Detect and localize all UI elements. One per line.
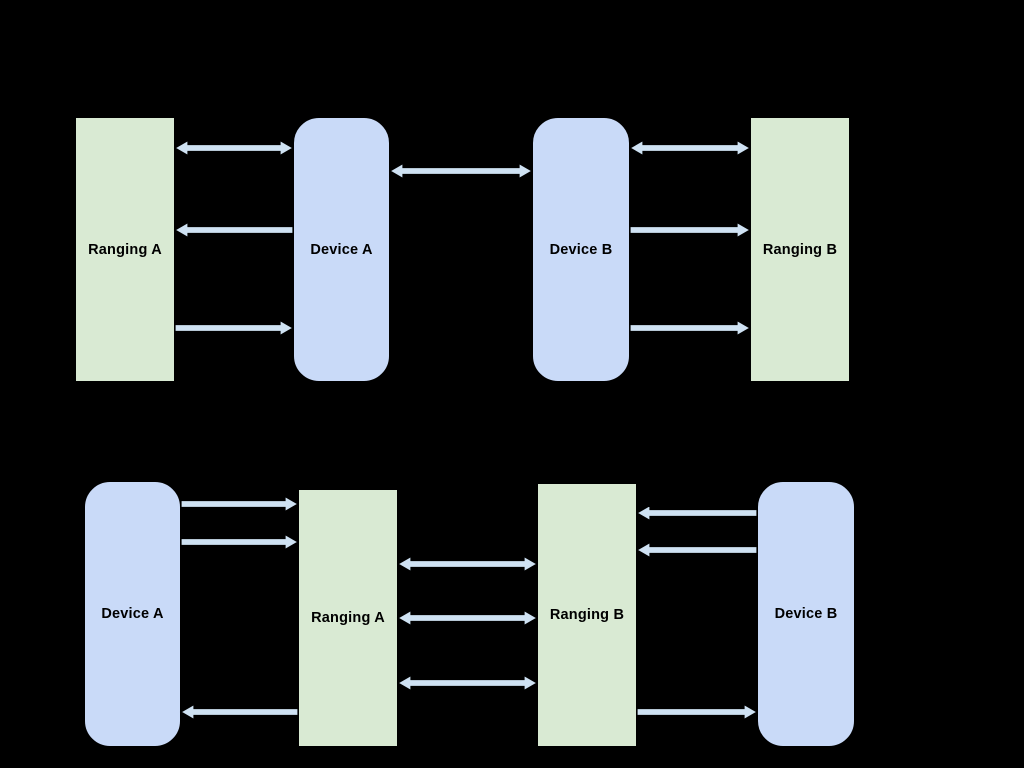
top-arrow-device-a-to-ranging-a: [173, 221, 294, 239]
top-arrow-device-b-to-ranging-b-1: [629, 221, 752, 239]
box-label: Device B: [774, 606, 838, 622]
arrow-shape: [396, 555, 539, 573]
top-box-device-a: Device A: [293, 117, 390, 382]
box-label: Ranging B: [762, 241, 838, 258]
arrow-shape: [636, 703, 759, 721]
arrow-shape: [629, 319, 752, 337]
arrow-shape: [180, 495, 300, 513]
top-box-device-b: Device B: [532, 117, 630, 382]
arrow-shape: [173, 139, 295, 157]
arrow-shape: [388, 162, 534, 180]
bottom-arrow-ranging-a-to-device-a: [179, 703, 299, 721]
arrow-shape: [635, 541, 758, 559]
bottom-arrow-ranging-b-to-device-b: [636, 703, 759, 721]
bottom-arrow-device-a-to-ranging-a-1: [180, 495, 300, 513]
top-box-ranging-a: Ranging A: [75, 117, 175, 382]
top-arrow-ranging-a-device-a-bidir: [173, 139, 295, 157]
top-arrow-device-b-to-ranging-b-2: [629, 319, 752, 337]
top-arrow-ranging-a-to-device-a: [174, 319, 295, 337]
top-arrow-device-a-device-b-bidir: [388, 162, 534, 180]
box-label: Device A: [101, 606, 164, 622]
bottom-arrow-ranging-a-ranging-b-bidir-1: [396, 555, 539, 573]
arrow-shape: [629, 221, 752, 239]
box-label: Device B: [549, 241, 613, 258]
arrow-shape: [180, 533, 300, 551]
bottom-arrow-device-b-to-ranging-b-2: [635, 541, 758, 559]
arrow-shape: [179, 703, 299, 721]
bottom-arrow-device-b-to-ranging-b-1: [635, 504, 758, 522]
arrow-shape: [174, 319, 295, 337]
bottom-arrow-ranging-a-ranging-b-bidir-3: [396, 674, 539, 692]
box-label: Device A: [310, 241, 373, 258]
bottom-arrow-ranging-a-ranging-b-bidir-2: [396, 609, 539, 627]
arrow-shape: [173, 221, 294, 239]
arrow-shape: [396, 609, 539, 627]
box-label: Ranging A: [311, 610, 385, 626]
box-label: Ranging A: [88, 241, 162, 258]
bottom-box-device-a: Device A: [84, 481, 181, 747]
box-label: Ranging B: [549, 607, 625, 623]
top-box-ranging-b: Ranging B: [750, 117, 850, 382]
bottom-box-ranging-b: Ranging B: [537, 483, 637, 747]
arrow-shape: [628, 139, 752, 157]
arrow-shape: [635, 504, 758, 522]
bottom-arrow-device-a-to-ranging-a-2: [180, 533, 300, 551]
arrow-shape: [396, 674, 539, 692]
bottom-box-ranging-a: Ranging A: [298, 489, 398, 747]
bottom-box-device-b: Device B: [757, 481, 855, 747]
top-arrow-device-b-ranging-b-bidir: [628, 139, 752, 157]
